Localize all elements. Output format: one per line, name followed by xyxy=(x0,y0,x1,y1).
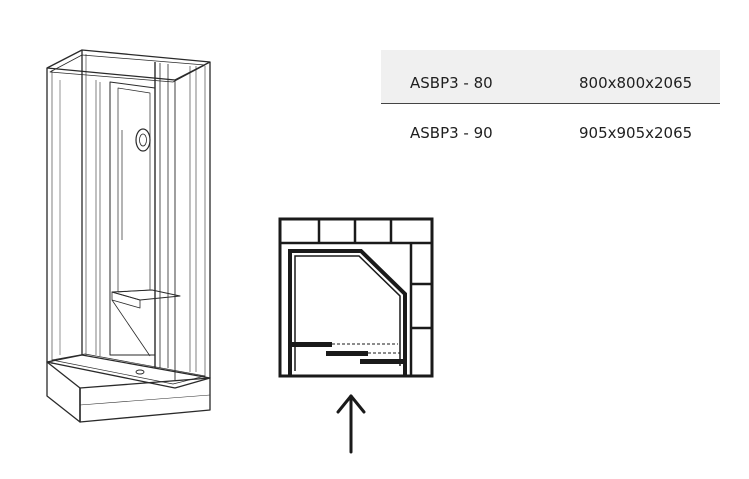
arrow-up-icon xyxy=(336,394,366,454)
dimensions-cell: 800x800x2065 xyxy=(579,74,693,92)
spec-table: ASBP3 - 80 800x800x2065 ASBP3 - 90 905x9… xyxy=(381,50,720,157)
model-cell: ASBP3 - 80 xyxy=(410,74,493,92)
dimensions-cell: 905x905x2065 xyxy=(579,124,693,142)
model-cell: ASBP3 - 90 xyxy=(410,124,493,142)
shower-cabin-illustration xyxy=(46,49,211,423)
table-row: ASBP3 - 90 905x905x2065 xyxy=(381,104,720,157)
table-row: ASBP3 - 80 800x800x2065 xyxy=(381,50,720,104)
floor-plan-icon xyxy=(278,217,434,378)
